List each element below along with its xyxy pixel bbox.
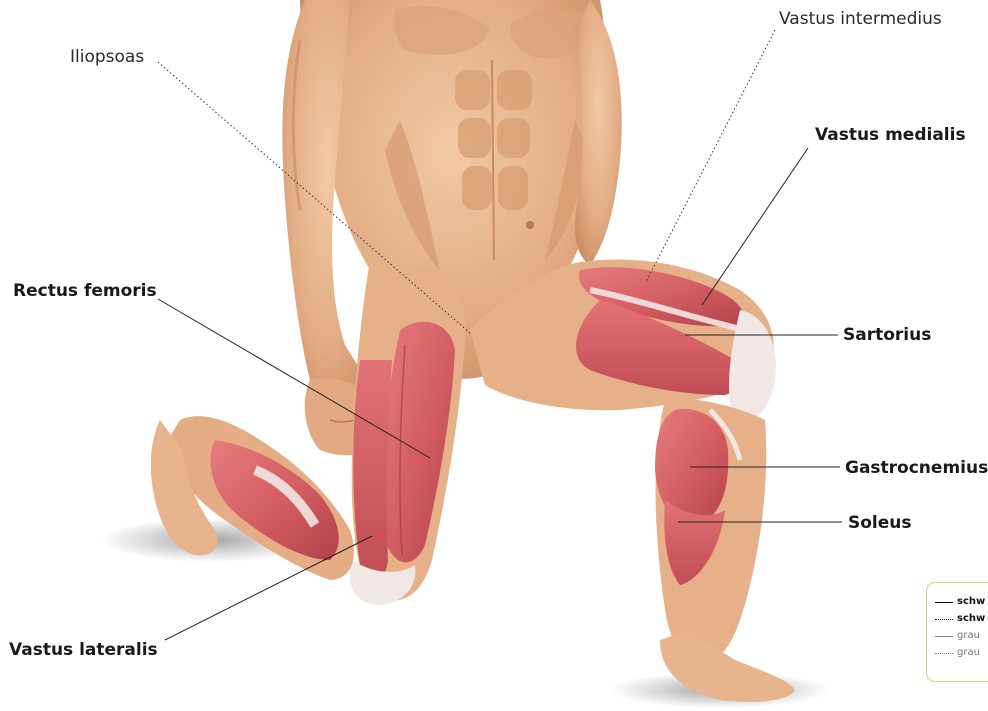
label-gastrocnemius: Gastrocnemius <box>845 458 988 478</box>
legend-item: schw <box>935 612 985 626</box>
right-lower-leg <box>655 399 795 702</box>
solid-grey-line-swatch <box>935 636 953 637</box>
dotted-grey-line-swatch <box>935 653 953 654</box>
label-vastus-medialis: Vastus medialis <box>815 125 966 145</box>
line-style-legend: schw schw grau grau <box>926 582 988 682</box>
legend-item: grau <box>935 629 980 643</box>
label-iliopsoas: Iliopsoas <box>70 47 144 67</box>
left-thigh <box>350 260 466 605</box>
label-vastus-intermedius: Vastus intermedius <box>779 9 942 29</box>
label-sartorius: Sartorius <box>843 325 931 345</box>
legend-item-label: schw <box>957 612 985 626</box>
legend-item: grau <box>935 646 980 660</box>
dotted-black-line-swatch <box>935 619 953 620</box>
solid-black-line-swatch <box>935 602 953 603</box>
legend-item-label: grau <box>957 629 980 643</box>
label-rectus-femoris: Rectus femoris <box>13 281 157 301</box>
label-vastus-lateralis: Vastus lateralis <box>9 640 158 660</box>
leader-vastus-intermedius <box>646 30 775 282</box>
legend-item-label: grau <box>957 646 980 660</box>
legend-item: schw <box>935 595 985 609</box>
leader-vastus-medialis <box>702 148 808 305</box>
label-soleus: Soleus <box>848 513 912 533</box>
legend-item-label: schw <box>957 595 985 609</box>
